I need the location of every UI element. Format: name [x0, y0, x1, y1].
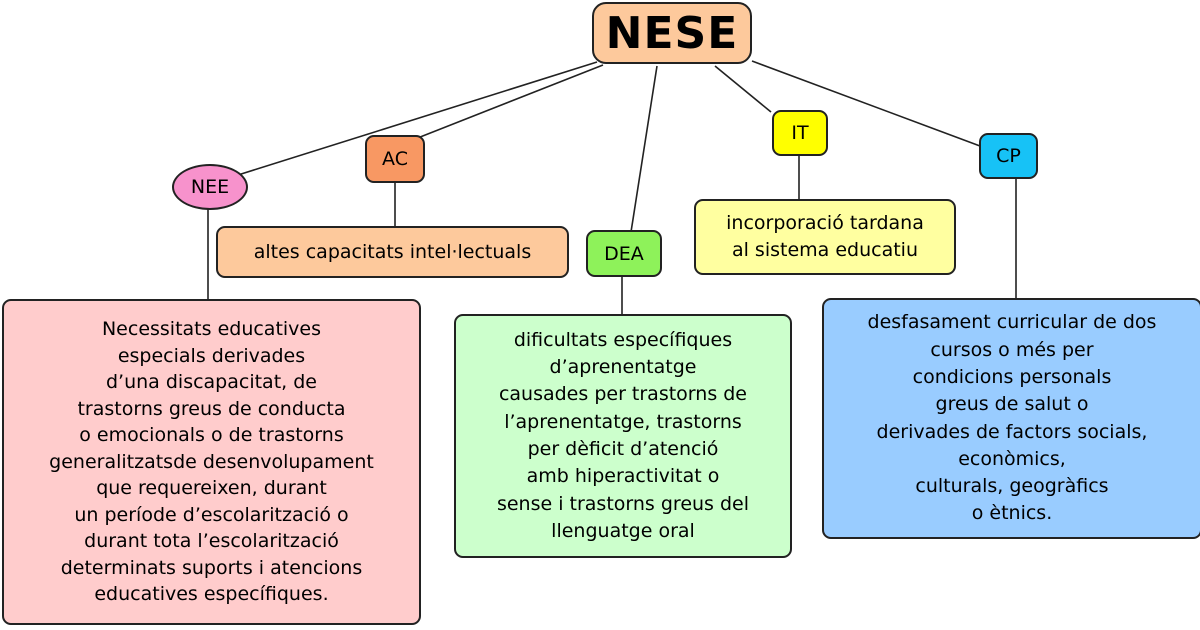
dea-description-line: causades per trastorns de	[498, 383, 748, 406]
nee-description-line: o emocionals o de trastorns	[79, 424, 344, 447]
dea-description-line: llenguatge oral	[551, 519, 695, 542]
dea-description-line: amb hiperactivitat o	[526, 465, 720, 488]
dea-description-line: sense i trastorns greus del	[496, 492, 750, 515]
node-it-label: IT	[791, 122, 809, 144]
node-nee: NEE	[172, 164, 248, 210]
cp-description-line: econòmics,	[958, 447, 1066, 470]
node-dea-label: DEA	[604, 242, 644, 265]
nee-description-line: determinats suports i atencions	[60, 556, 363, 579]
node-dea: DEA	[586, 230, 662, 277]
nee-description-box: Necessitats educatives especials derivad…	[2, 299, 421, 625]
nee-description-line: especials derivades	[117, 344, 306, 367]
node-it: IT	[772, 110, 828, 156]
ac-description-line: altes capacitats intel·lectuals	[253, 240, 532, 263]
it-description-line: al sistema educatiu	[731, 239, 918, 261]
connector-root-cp	[751, 60, 981, 147]
cp-description-box: desfasament curricular de dos cursos o m…	[822, 298, 1200, 539]
nee-description-line: d’una discapacitat, de	[105, 371, 317, 394]
it-description-line: incorporació tardana	[726, 212, 924, 234]
cp-description-line: derivades de factors socials,	[876, 420, 1148, 443]
node-cp: CP	[979, 133, 1038, 179]
cp-description-line: condicions personals	[912, 365, 1112, 388]
nee-description-line: durant tota l’escolarització	[84, 530, 339, 553]
dea-description-box: dificultats específiques d’aprenentatge …	[454, 314, 792, 558]
nee-description-line: que requereixen, durant	[96, 477, 327, 500]
it-description-box: incorporació tardana al sistema educatiu	[694, 199, 956, 275]
connector-root-dea	[630, 65, 658, 233]
nee-description-line: un període d’escolarització o	[74, 503, 349, 526]
dea-description-line: l’aprenentatge, trastorns	[504, 410, 742, 433]
cp-description-line: greus de salut o	[935, 393, 1089, 416]
cp-description-line: cursos o més per	[930, 338, 1094, 361]
connector-root-it	[714, 65, 772, 113]
nee-description-line: trastorns greus de conducta	[77, 397, 346, 420]
dea-description-line: dificultats específiques	[513, 328, 733, 351]
nee-description-line: Necessitats educatives	[101, 318, 322, 341]
nee-description-line: generalitzatsde desenvolupament	[49, 450, 374, 473]
root-label: NESE	[605, 7, 739, 59]
node-cp-label: CP	[996, 145, 1021, 167]
cp-description-line: desfasament curricular de dos	[867, 311, 1157, 334]
node-nee-label: NEE	[190, 176, 230, 198]
cp-description-line: culturals, geogràfics	[915, 475, 1109, 498]
nee-description-line: educatives específiques.	[94, 583, 329, 606]
dea-description-line: d’aprenentatge	[549, 356, 697, 379]
cp-description-line: o ètnics.	[971, 502, 1053, 525]
node-ac-label: AC	[382, 148, 408, 170]
connector-root-ac	[409, 64, 604, 142]
dea-description-line: per dèficit d’atenció	[527, 438, 719, 460]
root-node-nese: NESE	[592, 2, 752, 64]
node-ac: AC	[365, 135, 425, 183]
ac-description-box: altes capacitats intel·lectuals	[216, 226, 569, 278]
connector-root-nee	[237, 61, 598, 176]
